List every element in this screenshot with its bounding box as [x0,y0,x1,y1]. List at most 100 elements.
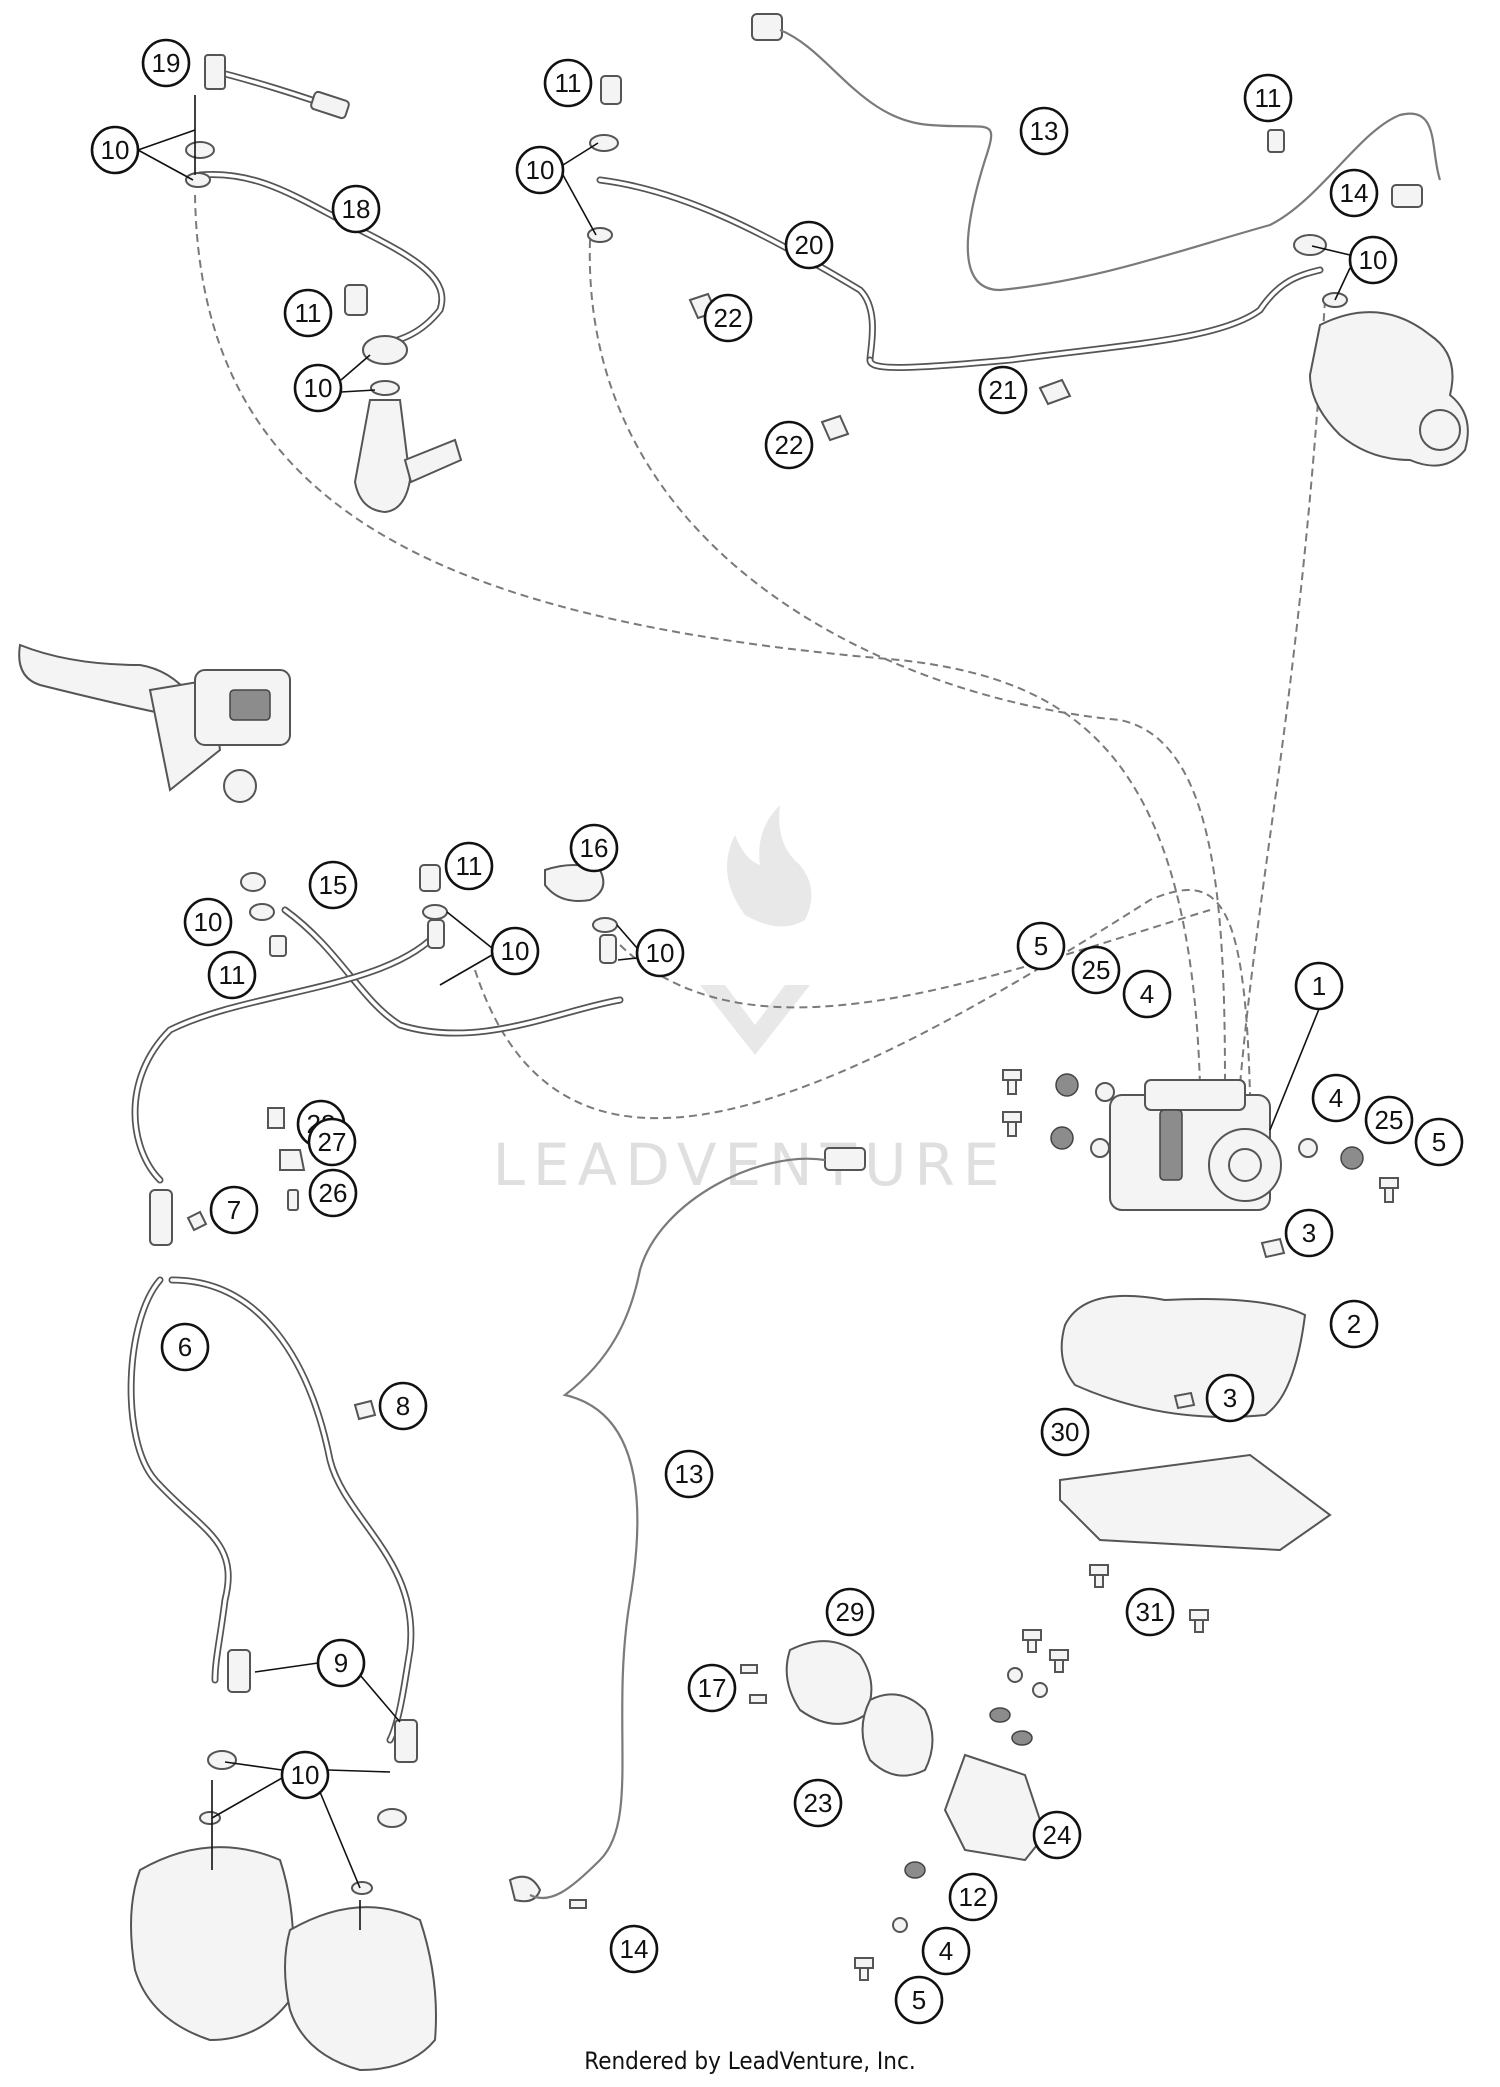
svg-text:27: 27 [318,1127,347,1157]
callout-25[interactable]: 25 [1071,945,1121,995]
callout-labels: 19 10 18 11 10 11 10 13 20 22 22 21 11 1… [90,38,1464,2025]
callout-7[interactable]: 7 [209,1185,259,1235]
svg-text:4: 4 [1140,979,1154,1009]
callout-21[interactable]: 21 [978,365,1028,415]
svg-text:17: 17 [698,1673,727,1703]
rear-master-cylinder-assembly [185,54,463,514]
svg-text:13: 13 [1030,116,1059,146]
callout-15[interactable]: 15 [308,860,358,910]
svg-text:10: 10 [646,938,675,968]
svg-text:25: 25 [1375,1105,1404,1135]
svg-text:14: 14 [620,1934,649,1964]
svg-text:20: 20 [795,230,824,260]
callout-20[interactable]: 20 [784,220,834,270]
svg-text:10: 10 [501,936,530,966]
callout-19[interactable]: 19 [141,38,191,88]
callout-30[interactable]: 30 [1040,1407,1090,1457]
svg-text:5: 5 [1432,1127,1446,1157]
dashed-brake-lines [194,194,1326,1120]
callout-12[interactable]: 12 [948,1872,998,1922]
svg-text:31: 31 [1136,1597,1165,1627]
svg-text:16: 16 [580,833,609,863]
svg-text:8: 8 [396,1391,410,1421]
callout-5[interactable]: 5 [894,1975,944,2025]
svg-text:10: 10 [526,155,555,185]
svg-text:19: 19 [152,48,181,78]
callout-10[interactable]: 10 [515,145,565,195]
svg-text:5: 5 [1034,931,1048,961]
callout-11[interactable]: 11 [207,950,257,1000]
callout-5[interactable]: 5 [1016,921,1066,971]
callout-23[interactable]: 23 [793,1778,843,1828]
svg-text:10: 10 [304,373,333,403]
callout-10[interactable]: 10 [635,928,685,978]
callout-4[interactable]: 4 [1122,969,1172,1019]
svg-text:10: 10 [101,135,130,165]
callout-14[interactable]: 14 [609,1924,659,1974]
leadventure-watermark: LEADVENTURE [493,805,1008,1199]
svg-text:3: 3 [1223,1383,1237,1413]
callout-10[interactable]: 10 [183,897,233,947]
callout-1[interactable]: 1 [1294,961,1344,1011]
callout-29[interactable]: 29 [825,1587,875,1637]
footer-credit: Rendered by LeadVenture, Inc. [584,2047,916,2075]
svg-text:11: 11 [219,960,246,990]
callout-4[interactable]: 4 [921,1926,971,1976]
svg-text:12: 12 [959,1882,988,1912]
svg-text:13: 13 [675,1459,704,1489]
callout-25[interactable]: 25 [1364,1095,1414,1145]
callout-6[interactable]: 6 [160,1322,210,1372]
svg-text:4: 4 [1329,1083,1343,1113]
callout-26[interactable]: 26 [308,1168,358,1218]
svg-text:11: 11 [295,298,322,328]
svg-text:14: 14 [1340,178,1369,208]
callout-11[interactable]: 11 [543,58,593,108]
callout-31[interactable]: 31 [1125,1587,1175,1637]
callout-11[interactable]: 11 [444,841,494,891]
callout-27[interactable]: 27 [307,1117,357,1167]
callout-10[interactable]: 10 [293,363,343,413]
callout-24[interactable]: 24 [1032,1810,1082,1860]
callout-8[interactable]: 8 [378,1381,428,1431]
callout-10[interactable]: 10 [490,926,540,976]
svg-text:18: 18 [342,194,371,224]
callout-14[interactable]: 14 [1329,168,1379,218]
callout-3[interactable]: 3 [1205,1373,1255,1423]
svg-text:10: 10 [1359,245,1388,275]
callout-22[interactable]: 22 [703,293,753,343]
callout-3[interactable]: 3 [1284,1208,1334,1258]
callout-13[interactable]: 13 [664,1449,714,1499]
svg-text:7: 7 [227,1195,241,1225]
callout-17[interactable]: 17 [687,1663,737,1713]
svg-text:23: 23 [804,1788,833,1818]
callout-10[interactable]: 10 [90,125,140,175]
callout-22[interactable]: 22 [764,420,814,470]
front-brake-calipers [130,1649,437,2072]
callout-13[interactable]: 13 [1019,106,1069,156]
callout-16[interactable]: 16 [569,823,619,873]
callout-9[interactable]: 9 [316,1638,366,1688]
front-brake-line-assembly [127,864,624,1744]
svg-text:3: 3 [1302,1218,1316,1248]
svg-text:1: 1 [1312,971,1326,1001]
svg-text:25: 25 [1082,955,1111,985]
callout-5[interactable]: 5 [1414,1117,1464,1167]
svg-text:24: 24 [1043,1820,1072,1850]
svg-text:10: 10 [291,1760,320,1790]
callout-18[interactable]: 18 [331,184,381,234]
callout-11[interactable]: 11 [1243,73,1293,123]
svg-text:10: 10 [194,907,223,937]
svg-text:29: 29 [836,1597,865,1627]
rear-brake-line-assembly [587,13,1469,467]
callout-10[interactable]: 10 [1348,235,1398,285]
callout-10[interactable]: 10 [280,1750,330,1800]
callout-2[interactable]: 2 [1329,1299,1379,1349]
svg-text:11: 11 [1255,83,1282,113]
svg-text:22: 22 [714,303,743,333]
svg-text:22: 22 [775,430,804,460]
callout-4[interactable]: 4 [1311,1073,1361,1123]
watermark-text: LEADVENTURE [493,1131,1008,1199]
svg-text:5: 5 [912,1985,926,2015]
callout-11[interactable]: 11 [283,288,333,338]
